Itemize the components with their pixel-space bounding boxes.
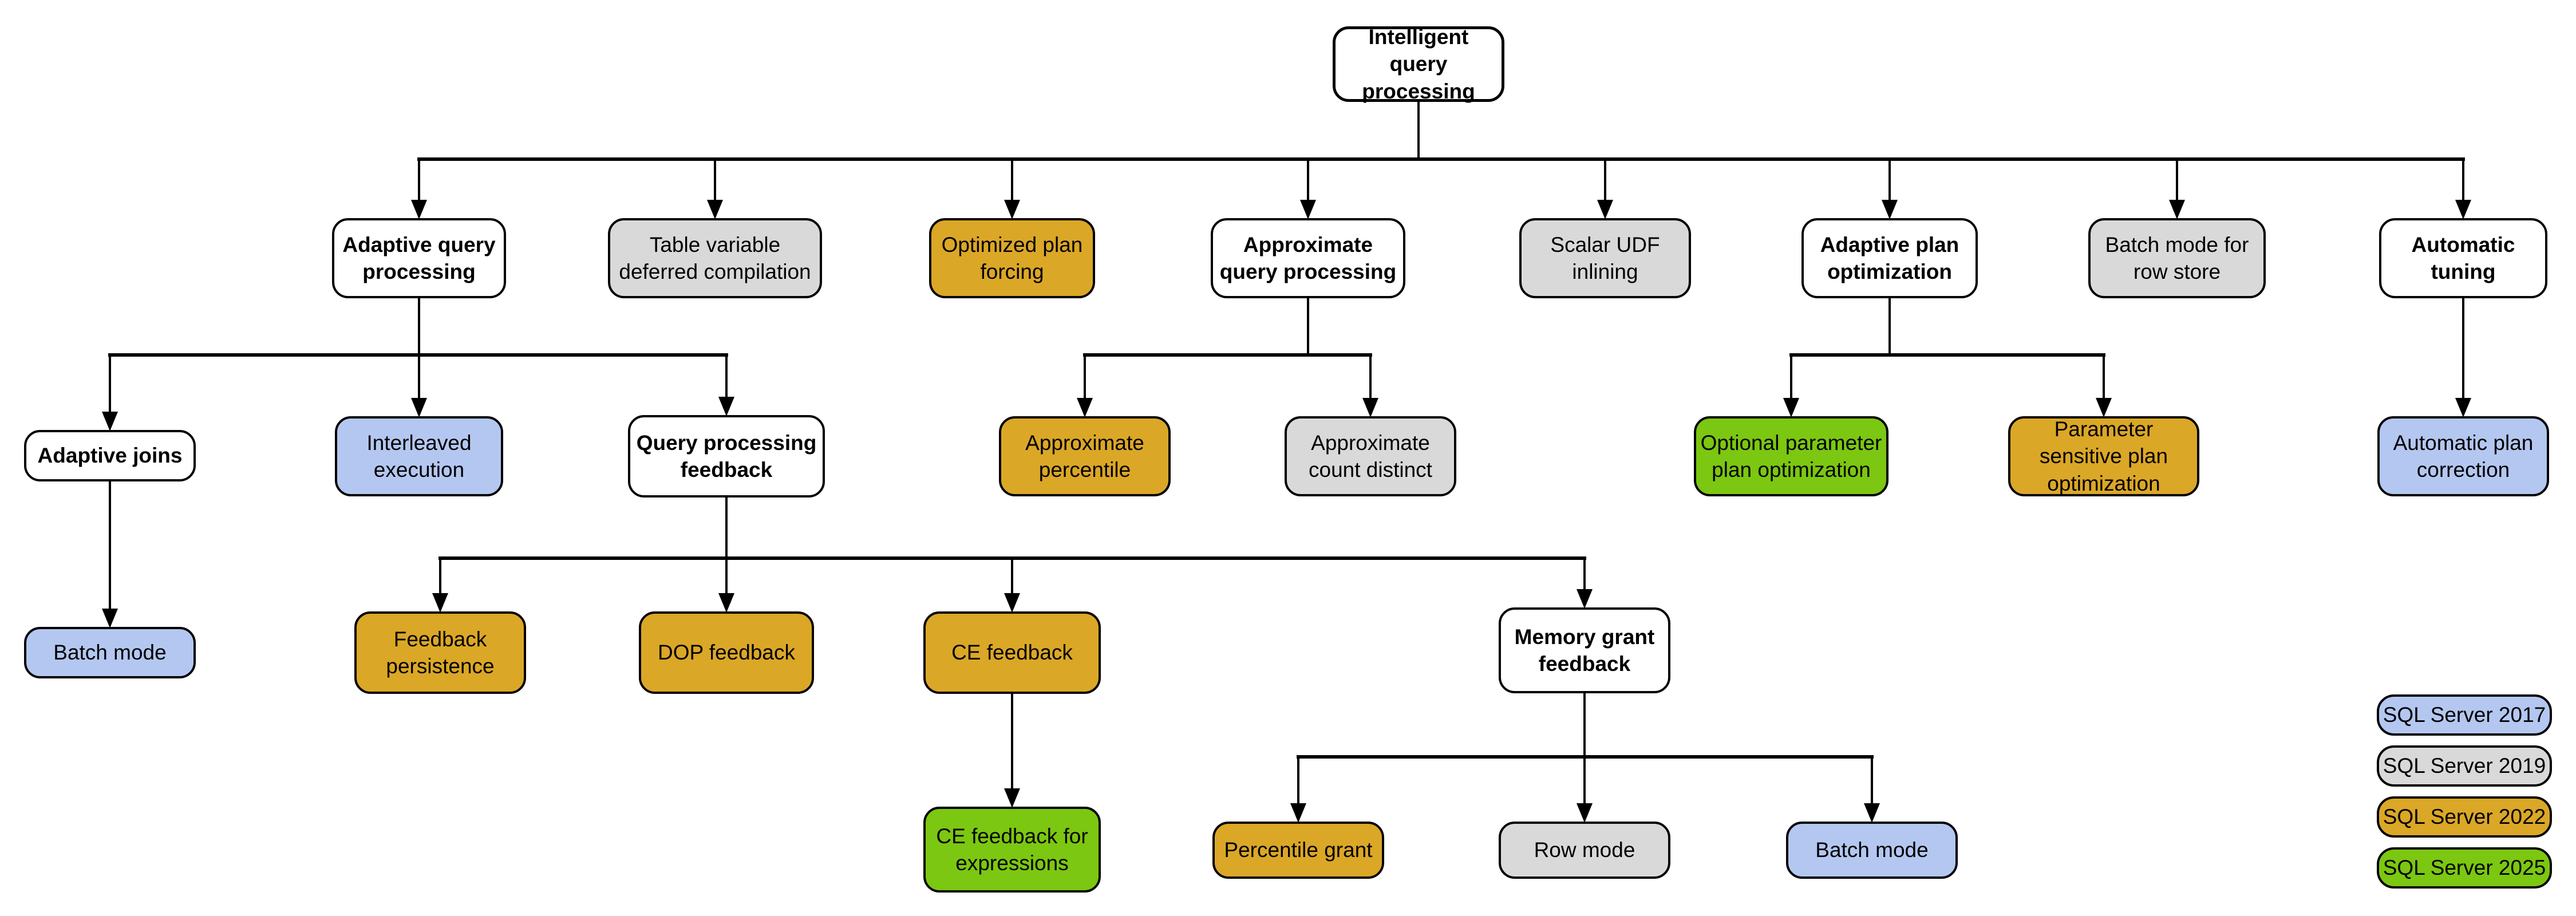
- node-automatic-plan-correction: Automatic plan correction: [2377, 416, 2549, 496]
- arrowhead-icon: [432, 593, 448, 613]
- legend-item-sql-server-2019: SQL Server 2019: [2377, 745, 2552, 787]
- node-adaptive-joins: Adaptive joins: [24, 430, 196, 481]
- node-batch-mode-adaptive-joins: Batch mode: [24, 627, 196, 678]
- node-dop-feedback: DOP feedback: [639, 611, 814, 694]
- arrowhead-icon: [2096, 398, 2112, 417]
- arrowhead-icon: [411, 200, 427, 219]
- arrowhead-icon: [1882, 200, 1898, 219]
- node-approximate-percentile: Approximate percentile: [999, 416, 1171, 496]
- arrowhead-icon: [1577, 589, 1593, 609]
- arrowhead-icon: [102, 412, 118, 431]
- node-automatic-tuning: Automatic tuning: [2379, 218, 2547, 298]
- node-parameter-sensitive-plan-optimization: Parameter sensitive plan optimization: [2008, 416, 2199, 496]
- arrowhead-icon: [1004, 200, 1020, 219]
- node-ce-feedback: CE feedback: [923, 611, 1101, 694]
- node-optimized-plan-forcing: Optimized plan forcing: [929, 218, 1095, 298]
- node-table-variable-deferred-compilation: Table variable deferred compilation: [608, 218, 822, 298]
- node-optional-parameter-plan-optimization: Optional parameter plan optimization: [1694, 416, 1888, 496]
- arrowhead-icon: [1300, 200, 1316, 219]
- arrowhead-icon: [2455, 200, 2471, 219]
- arrowhead-icon: [718, 397, 734, 416]
- arrowhead-icon: [707, 200, 723, 219]
- arrowhead-icon: [1577, 803, 1593, 823]
- arrowhead-icon: [102, 609, 118, 628]
- arrowhead-icon: [1362, 398, 1378, 417]
- legend-item-sql-server-2017: SQL Server 2017: [2377, 694, 2552, 736]
- arrowhead-icon: [1004, 593, 1020, 613]
- arrowhead-icon: [2169, 200, 2185, 219]
- node-batch-mode-row-store: Batch mode for row store: [2088, 218, 2266, 298]
- node-ce-feedback-for-expressions: CE feedback for expressions: [923, 807, 1101, 893]
- legend-item-sql-server-2025: SQL Server 2025: [2377, 847, 2552, 889]
- node-approximate-query-processing: Approximate query processing: [1211, 218, 1405, 298]
- node-feedback-persistence: Feedback persistence: [354, 611, 526, 694]
- node-adaptive-query-processing: Adaptive query processing: [332, 218, 506, 298]
- arrowhead-icon: [1597, 200, 1613, 219]
- arrowhead-icon: [718, 593, 734, 613]
- node-memory-grant-feedback: Memory grant feedback: [1499, 607, 1670, 693]
- node-scalar-udf-inlining: Scalar UDF inlining: [1519, 218, 1691, 298]
- arrowhead-icon: [1783, 398, 1799, 417]
- node-batch-mode-memory-grant: Batch mode: [1786, 822, 1958, 879]
- legend-item-sql-server-2022: SQL Server 2022: [2377, 796, 2552, 838]
- arrowhead-icon: [1004, 788, 1020, 808]
- arrowhead-icon: [1864, 803, 1880, 823]
- node-interleaved-execution: Interleaved execution: [335, 416, 503, 496]
- arrowhead-icon: [2455, 398, 2471, 417]
- node-row-mode: Row mode: [1499, 822, 1670, 879]
- node-percentile-grant: Percentile grant: [1212, 822, 1384, 879]
- node-intelligent-query-processing: Intelligent query processing: [1333, 25, 1504, 103]
- node-query-processing-feedback: Query processing feedback: [628, 415, 825, 498]
- arrowhead-icon: [1290, 803, 1306, 823]
- node-adaptive-plan-optimization: Adaptive plan optimization: [1801, 218, 1978, 298]
- arrowhead-icon: [411, 398, 427, 417]
- arrowhead-icon: [1077, 398, 1093, 417]
- node-approximate-count-distinct: Approximate count distinct: [1285, 416, 1456, 496]
